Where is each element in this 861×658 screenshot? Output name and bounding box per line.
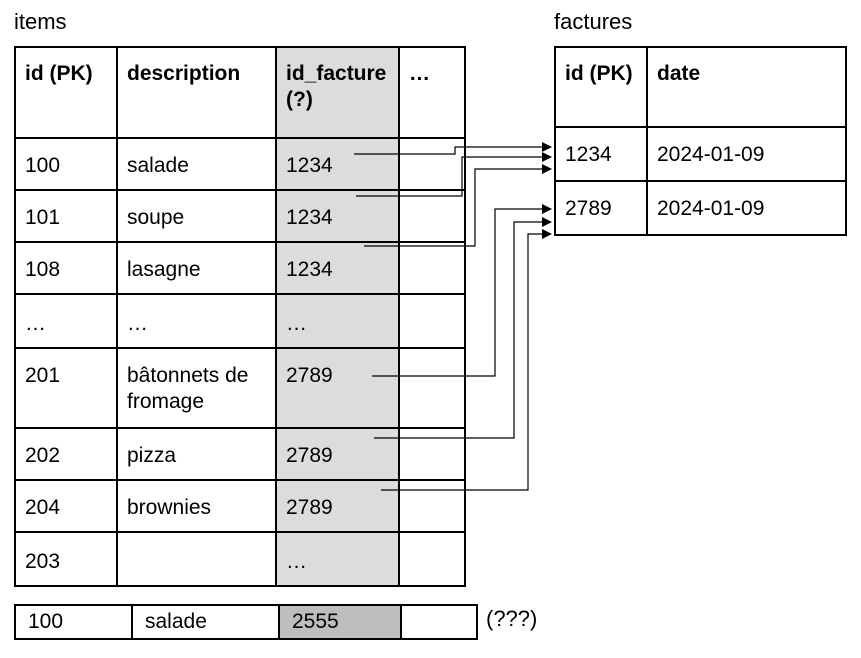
items-cell-id-facture: 2789 [275, 347, 400, 429]
factures-header-date: date [646, 46, 847, 128]
fk-arrow-204 [381, 229, 552, 491]
items-cell-more [398, 189, 466, 243]
items-cell-id-facture: 1234 [275, 241, 400, 295]
fk-arrow-101 [356, 152, 552, 197]
table-row: 101 soupe 1234 [14, 189, 466, 243]
table-row: 100 salade 2555 [14, 604, 478, 640]
items-cell-id: 108 [14, 241, 118, 295]
items-cell-more [398, 293, 466, 349]
factures-table: id (PK) date 1234 2024-01-09 2789 2024-0… [554, 46, 847, 236]
items-cell-id-facture: 1234 [275, 189, 400, 243]
table-row: 202 pizza 2789 [14, 427, 466, 481]
table-row: 201 bâtonnets de fromage 2789 [14, 347, 466, 429]
items-cell-id-facture: … [275, 293, 400, 349]
items-table-title: items [14, 9, 67, 34]
fk-arrow-201 [372, 204, 552, 377]
items-cell-id-facture: 2789 [275, 427, 400, 481]
items-cell-description: soupe [116, 189, 277, 243]
factures-cell-id: 1234 [554, 126, 648, 182]
items-cell-id: 204 [14, 479, 118, 533]
items-cell-more [398, 427, 466, 481]
items-header-more: … [398, 46, 466, 139]
items-cell-description: lasagne [116, 241, 277, 295]
factures-cell-date: 2024-01-09 [646, 180, 847, 236]
items-table: id (PK) description id_facture (?) … 100… [14, 46, 466, 587]
new-row-cell-id-facture: 2555 [278, 604, 402, 640]
items-header-row: id (PK) description id_facture (?) … [14, 46, 466, 139]
items-cell-id: 203 [14, 531, 118, 587]
items-cell-description: bâtonnets de fromage [116, 347, 277, 429]
factures-header-id: id (PK) [554, 46, 648, 128]
items-cell-description: … [116, 293, 277, 349]
items-cell-more [398, 241, 466, 295]
items-cell-id: 100 [14, 137, 118, 191]
table-row: 1234 2024-01-09 [554, 126, 847, 182]
items-cell-description [116, 531, 277, 587]
new-row-table: 100 salade 2555 [14, 604, 478, 640]
fk-arrow-202 [374, 217, 552, 439]
items-cell-more [398, 347, 466, 429]
items-header-id-facture: id_facture (?) [275, 46, 400, 139]
new-row-note: (???) [486, 606, 538, 631]
items-header-id: id (PK) [14, 46, 118, 139]
items-cell-description: salade [116, 137, 277, 191]
table-row: 203 … [14, 531, 466, 587]
factures-cell-id: 2789 [554, 180, 648, 236]
items-cell-description: brownies [116, 479, 277, 533]
items-cell-id: 101 [14, 189, 118, 243]
items-cell-more [398, 531, 466, 587]
new-row-cell-description: salade [131, 604, 280, 640]
items-cell-id: 201 [14, 347, 118, 429]
items-cell-id-facture: 2789 [275, 479, 400, 533]
table-row: 2789 2024-01-09 [554, 180, 847, 236]
items-cell-id: 202 [14, 427, 118, 481]
items-cell-id-facture: … [275, 531, 400, 587]
fk-arrow-108 [364, 164, 552, 247]
items-cell-more [398, 479, 466, 533]
factures-table-title: factures [554, 9, 633, 34]
items-cell-id: … [14, 293, 118, 349]
items-cell-id-facture: 1234 [275, 137, 400, 191]
table-row: … … … [14, 293, 466, 349]
factures-cell-date: 2024-01-09 [646, 126, 847, 182]
table-row: 204 brownies 2789 [14, 479, 466, 533]
table-row: 108 lasagne 1234 [14, 241, 466, 295]
new-row-cell-more [400, 604, 478, 640]
new-row-cell-id: 100 [14, 604, 133, 640]
items-cell-description: pizza [116, 427, 277, 481]
table-row: 100 salade 1234 [14, 137, 466, 191]
items-header-description: description [116, 46, 277, 139]
factures-header-row: id (PK) date [554, 46, 847, 128]
items-cell-more [398, 137, 466, 191]
fk-arrow-100 [354, 142, 552, 155]
